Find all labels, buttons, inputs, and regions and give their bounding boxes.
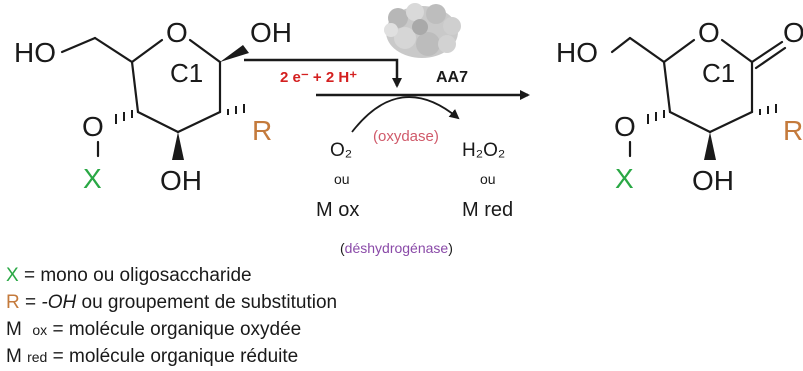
legend-text-r-suffix: ou groupement de substitution	[76, 292, 338, 313]
legend-suffix-ox: ox	[32, 322, 48, 338]
product-oh-bottom-label: OH	[692, 165, 734, 196]
reactant-x-label: X	[83, 163, 102, 194]
reactant-ho-label: HO	[14, 37, 56, 68]
product-hashed-bond-left	[647, 110, 665, 124]
reactant-oh-top-label: OH	[250, 17, 292, 48]
h2o2-label: H₂O₂	[462, 140, 505, 161]
o2-label: O₂	[330, 140, 352, 161]
product-bonds	[610, 36, 787, 158]
legend-item-x: X = mono ou oligosaccharide	[6, 262, 796, 289]
product-o-left-label: O	[614, 111, 636, 142]
product-ring-o-label: O	[698, 17, 720, 48]
legend-symbol-m-ox: M	[6, 319, 22, 340]
electron-input-arrow	[244, 58, 402, 88]
wedge-bond-c4	[172, 132, 184, 160]
product-x-label: X	[615, 163, 634, 194]
product-r-label: R	[783, 115, 803, 146]
product-carbonyl-o-label: O	[783, 17, 803, 48]
hashed-bond-r	[227, 104, 245, 115]
legend-text-r-prefix: =	[19, 292, 42, 313]
wedge-bond-c1	[220, 45, 249, 62]
legend-item-r: R = -OH ou groupement de substitution	[6, 289, 796, 316]
enzyme-label: AA7	[436, 69, 468, 86]
product-hashed-bond-r	[759, 104, 777, 115]
reactant-r-label: R	[252, 115, 272, 146]
reaction-scheme: HO O OH C1 O X OH R 2 e⁻ + 2 H⁺ AA7	[14, 3, 803, 256]
legend-suffix-red: red	[27, 349, 48, 365]
product-c1-label: C1	[702, 58, 735, 88]
legend-symbol-x: X	[6, 265, 19, 286]
deshydrogenase-label: (déshydrogénase)	[340, 240, 453, 256]
product-molecule: HO O O C1 O X OH R	[556, 17, 803, 196]
legend-text-m-ox: = molécule organique oxydée	[47, 319, 302, 340]
legend-text-x: = mono ou oligosaccharide	[18, 265, 252, 286]
legend: X = mono ou oligosaccharide R = -OH ou g…	[6, 262, 796, 370]
product-ho-label: HO	[556, 37, 598, 68]
electrons-label: 2 e⁻ + 2 H⁺	[280, 69, 357, 86]
reaction-conditions: 2 e⁻ + 2 H⁺ AA7 O₂ (oxydase) H₂O₂ ou ou …	[244, 3, 530, 256]
m-ox-label: M ox	[316, 199, 359, 221]
ou-right-label: ou	[480, 171, 496, 187]
reactant-molecule: HO O OH C1 O X OH R	[14, 17, 292, 196]
reactant-ring-o-label: O	[166, 17, 188, 48]
enzyme-protein-icon	[384, 3, 461, 58]
cosubstrate-curved-arrow	[351, 96, 460, 133]
reactant-bonds	[60, 36, 222, 158]
legend-item-m-red: M red = molécule organique réduite	[6, 343, 796, 370]
product-wedge-bond-c4	[704, 132, 716, 160]
reactant-o-left-label: O	[82, 111, 104, 142]
reactant-c1-label: C1	[170, 58, 203, 88]
hashed-bond-left	[115, 110, 133, 124]
ou-left-label: ou	[334, 171, 350, 187]
m-red-label: M red	[462, 199, 513, 221]
reactant-oh-bottom-label: OH	[160, 165, 202, 196]
legend-text-m-red: = molécule organique réduite	[47, 346, 299, 367]
legend-symbol-m-red: M	[6, 346, 22, 367]
oxydase-label: (oxydase)	[373, 128, 439, 145]
legend-text-r-italic: -OH	[41, 292, 77, 313]
legend-item-m-ox: M ox = molécule organique oxydée	[6, 316, 796, 343]
legend-symbol-r: R	[6, 292, 20, 313]
